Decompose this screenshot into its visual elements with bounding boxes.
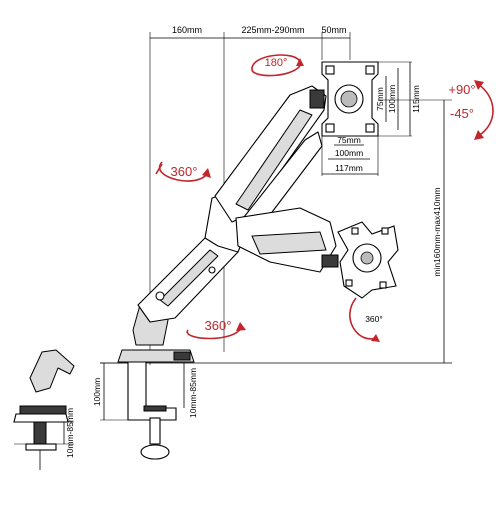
vesa-hole-br bbox=[365, 123, 375, 133]
clamp-screw bbox=[149, 417, 161, 445]
second-plate-connector bbox=[321, 254, 339, 268]
vesa-plate-hub-center bbox=[340, 90, 358, 108]
dim-vesa-outer-w: 100mm bbox=[335, 148, 363, 158]
dim-vesa-outer-h: 100mm bbox=[387, 85, 397, 113]
dim-height-range: min160mm-max410mm bbox=[432, 187, 442, 276]
base-logo-badge bbox=[173, 351, 191, 361]
vesa-hole-tr bbox=[365, 65, 375, 75]
tilt-arc bbox=[477, 83, 494, 137]
lower-arm-bolt bbox=[155, 291, 165, 301]
plate-connector bbox=[309, 89, 325, 109]
tilt-up-label: +90° bbox=[448, 82, 475, 97]
second-arm-channel bbox=[251, 231, 327, 255]
dim-vesa-inner-h: 75mm bbox=[375, 87, 385, 111]
inset-arm-base bbox=[29, 349, 75, 393]
dim-top-middle: 225mm-290mm bbox=[241, 25, 304, 35]
screen-hole-2 bbox=[381, 227, 389, 235]
screen-hole-3 bbox=[345, 279, 353, 287]
rotation-indicators: 180° 360° 360° 360° +90° -45° bbox=[155, 54, 494, 342]
dim-clamp-thickness: 10mm-85mm bbox=[188, 368, 198, 418]
height-range-dimension: min160mm-max410mm bbox=[378, 99, 452, 363]
upper-arm-channel bbox=[235, 109, 313, 211]
bottom-vesa-plate bbox=[337, 221, 399, 299]
tilt-down-label: -45° bbox=[450, 106, 474, 121]
screen-hole-1 bbox=[351, 227, 359, 235]
inset-grommet-plate bbox=[25, 443, 57, 451]
dim-vesa-plate-h: 115mm bbox=[411, 85, 421, 113]
vesa-hole-tl bbox=[325, 65, 335, 75]
screen-plate-hub-center bbox=[360, 251, 374, 265]
screen-hole-4 bbox=[379, 281, 387, 289]
dim-top-left: 160mm bbox=[172, 25, 202, 35]
rotate-360-upper-arrowhead bbox=[202, 168, 211, 178]
rotate-360-lower-arc bbox=[186, 325, 243, 340]
top-vesa-plate: 75mm 100mm 115mm 75mm 100mm 117mm bbox=[321, 61, 421, 176]
dim-clamp-height: 100mm bbox=[92, 378, 102, 406]
dim-vesa-plate-w: 117mm bbox=[335, 163, 363, 173]
clamp-pad bbox=[143, 405, 167, 412]
grommet-inset: 10mm-85mm bbox=[13, 349, 75, 470]
rotate-180-arc-2 bbox=[251, 65, 301, 77]
clamp-knob bbox=[140, 444, 170, 460]
tilt-down-arrowhead bbox=[474, 130, 484, 140]
rotate-180-label: 180° bbox=[265, 57, 288, 69]
dim-top-right: 50mm bbox=[321, 25, 346, 35]
rotate-180-arc bbox=[251, 54, 301, 71]
rotate-180-arrowhead bbox=[296, 58, 304, 66]
monitor-arm bbox=[117, 85, 339, 460]
rotate-360-lower-arrowhead bbox=[236, 322, 246, 331]
inset-grommet-bolt bbox=[33, 421, 47, 445]
tilt-up-arrowhead bbox=[474, 80, 484, 90]
dim-vesa-inner-w: 75mm bbox=[337, 135, 361, 145]
lower-arm-slot bbox=[159, 249, 219, 307]
rotate-360-upper-tail bbox=[155, 163, 163, 175]
inset-base-cover bbox=[19, 405, 67, 415]
rotate-360-screen-label: 360° bbox=[365, 314, 383, 324]
rotate-360-screen-arc bbox=[349, 297, 377, 340]
inset-base-plate bbox=[13, 413, 69, 423]
clamp-dimensions: 100mm 10mm-85mm bbox=[92, 362, 198, 421]
rotate-360-screen-arrowhead bbox=[371, 334, 380, 342]
lower-arm-bolt-2 bbox=[208, 266, 216, 274]
rotate-360-lower-label: 360° bbox=[205, 318, 232, 333]
rotate-360-upper-label: 360° bbox=[171, 164, 198, 179]
dim-grommet-thickness: 10mm-85mm bbox=[65, 408, 75, 458]
vesa-hole-bl bbox=[325, 123, 335, 133]
